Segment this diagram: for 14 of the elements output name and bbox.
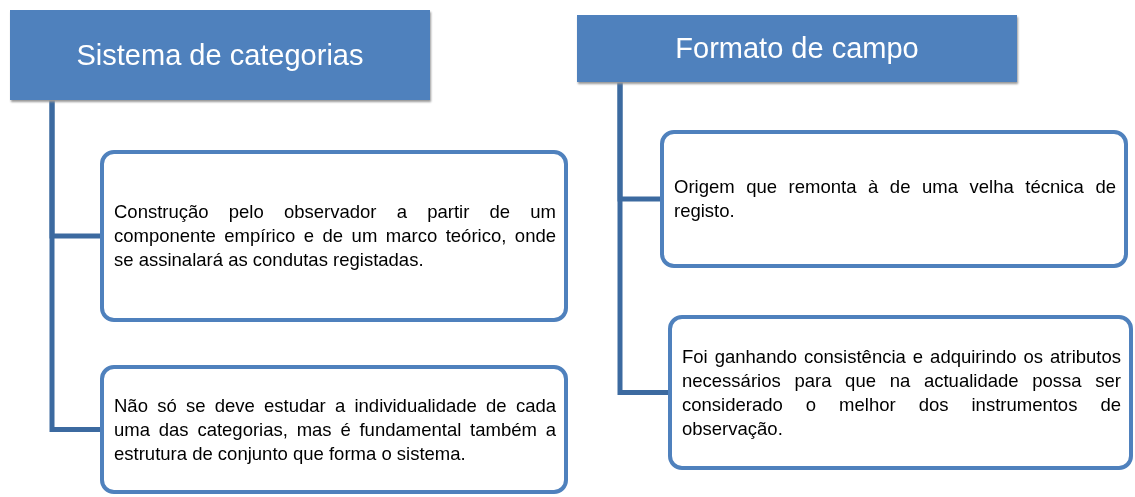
body-text: Não só se deve estudar a individualidade de cada uma das categorias, mas é fundamental também a estrutura de conjunto que forma o sistema. <box>114 393 556 466</box>
body-text: Formato de campo <box>675 32 919 65</box>
connector-line <box>617 82 668 395</box>
body-text: Origem que remonta à de uma velha técnica de registo. <box>674 175 1116 223</box>
body-text: Construção pelo observador a partir de um componente empírico e de um marco teórico, onde se assinalará as condutas registadas. <box>114 200 556 272</box>
header-box <box>577 15 1017 82</box>
text-box <box>660 130 1128 268</box>
connector-line <box>49 100 100 432</box>
text-box <box>100 365 568 494</box>
body-text: Sistema de categorias <box>76 38 364 72</box>
body-text: Foi ganhando consistência e adquirindo os atributos necessários para que na actualidade possa ser considerado o melhor dos instrumentos de observação. <box>682 344 1121 441</box>
header-box <box>10 10 430 100</box>
text-box <box>668 315 1133 470</box>
text-box <box>100 150 568 322</box>
